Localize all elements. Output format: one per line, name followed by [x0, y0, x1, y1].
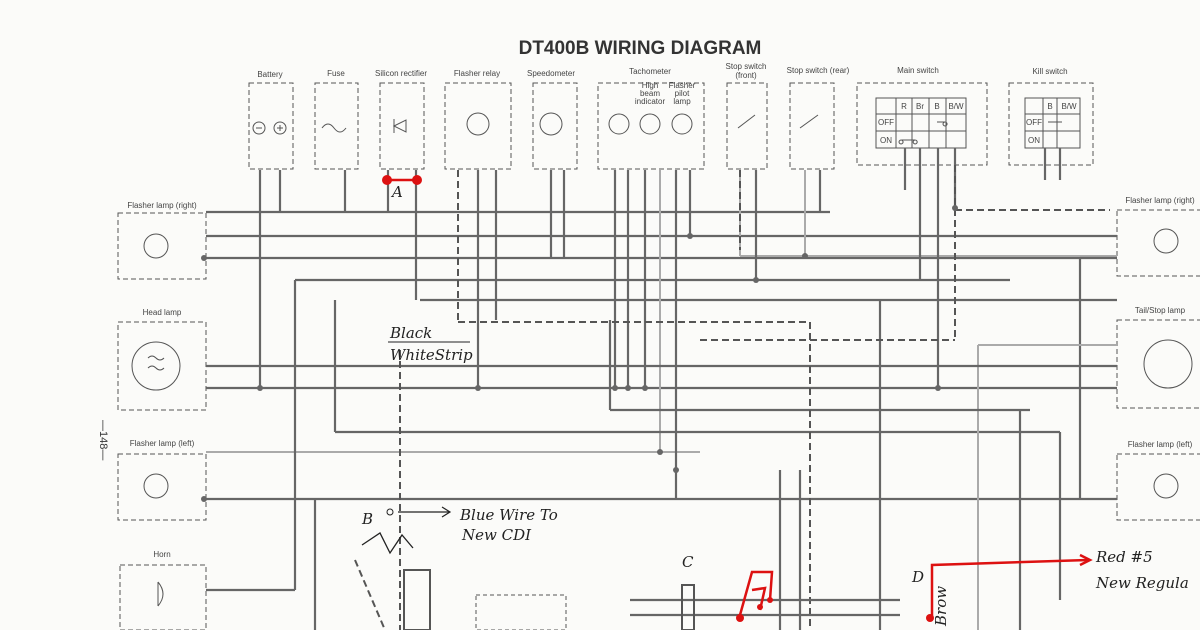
- tachometer-component: [597, 82, 705, 170]
- label-silicon-rectifier: Silicon rectifier: [375, 69, 427, 78]
- flasher-lamp-right-right-component: [1116, 209, 1200, 277]
- flasher-lamp-right-left-component: [117, 212, 207, 280]
- label-head-lamp: Head lamp: [143, 308, 182, 317]
- junction-dots: [201, 205, 958, 502]
- handwritten-notes: A Black WhiteStrip B Blue Wire To New CD…: [361, 183, 1189, 627]
- label-flasher-pilot-2: pilot: [675, 89, 690, 98]
- silicon-rectifier-component: [379, 82, 425, 170]
- marker-c: C: [682, 553, 694, 571]
- kill-switch-row-on: ON: [1028, 136, 1040, 145]
- flasher-lamp-left-component: [117, 453, 207, 521]
- wiring-harness: [206, 148, 1117, 630]
- marker-b: B: [361, 510, 373, 528]
- label-horn: Horn: [153, 550, 170, 559]
- kill-switch-component: B B/W OFF ON: [1008, 82, 1094, 166]
- kill-switch-col-bw: B/W: [1061, 102, 1077, 111]
- marker-d: D: [911, 568, 924, 586]
- note-new-regulator: New Regula: [1095, 574, 1189, 592]
- battery-component: [248, 82, 294, 170]
- label-stop-switch-rear: Stop switch (rear): [787, 66, 850, 75]
- label-flasher-pilot-1: Flasher: [669, 81, 696, 90]
- label-high-beam-1: High: [642, 81, 658, 90]
- label-battery: Battery: [257, 70, 282, 79]
- fuse-component: [314, 82, 359, 170]
- horn-component: [119, 564, 207, 630]
- note-black: Black: [389, 324, 432, 342]
- tail-stop-lamp-component: [1116, 319, 1200, 409]
- label-stop-switch-front-2: (front): [735, 71, 757, 80]
- note-red-5: Red #5: [1095, 548, 1153, 566]
- diagram-title: DT400B WIRING DIAGRAM: [519, 38, 762, 59]
- speedometer-component: [532, 82, 578, 170]
- label-flasher-pilot-3: lamp: [673, 97, 691, 106]
- label-flasher-lamp-left: Flasher lamp (left): [130, 439, 195, 448]
- main-switch-col-r: R: [901, 102, 907, 111]
- note-white-strip: WhiteStrip: [390, 346, 473, 364]
- main-switch-component: R Br B B/W OFF ON: [856, 82, 988, 166]
- stop-switch-rear-component: [789, 82, 835, 170]
- label-tachometer: Tachometer: [629, 67, 671, 76]
- main-switch-col-b: B: [934, 102, 939, 111]
- marker-a: A: [390, 183, 403, 201]
- stop-switch-front-component: [726, 82, 768, 170]
- label-flasher-lamp-left-right: Flasher lamp (left): [1128, 440, 1193, 449]
- label-high-beam-2: beam: [640, 89, 660, 98]
- head-lamp-component: [117, 321, 207, 411]
- label-flasher-lamp-right-left: Flasher lamp (right): [127, 201, 197, 210]
- label-speedometer: Speedometer: [527, 69, 575, 78]
- flasher-lamp-left-right-component: [1116, 453, 1200, 521]
- main-switch-col-br: Br: [916, 102, 924, 111]
- red-annotations: [382, 175, 1093, 622]
- label-tail-stop-lamp: Tail/Stop lamp: [1135, 306, 1186, 315]
- label-high-beam-3: indicator: [635, 97, 666, 106]
- note-brown: Brow: [932, 586, 950, 627]
- label-stop-switch-front-1: Stop switch: [726, 62, 767, 71]
- label-flasher-relay: Flasher relay: [454, 69, 500, 78]
- main-switch-row-off: OFF: [878, 118, 894, 127]
- flasher-relay-component: [444, 82, 512, 170]
- note-blue-wire-1: Blue Wire To: [459, 506, 558, 524]
- label-fuse: Fuse: [327, 69, 345, 78]
- page-number: —148—: [97, 420, 109, 460]
- kill-switch-col-b: B: [1047, 102, 1052, 111]
- kill-switch-row-off: OFF: [1026, 118, 1042, 127]
- main-switch-row-on: ON: [880, 136, 892, 145]
- main-switch-col-bw: B/W: [948, 102, 964, 111]
- note-blue-wire-2: New CDI: [461, 526, 532, 544]
- label-main-switch: Main switch: [897, 66, 939, 75]
- label-flasher-lamp-right-right: Flasher lamp (right): [1125, 196, 1195, 205]
- label-kill-switch: Kill switch: [1032, 67, 1067, 76]
